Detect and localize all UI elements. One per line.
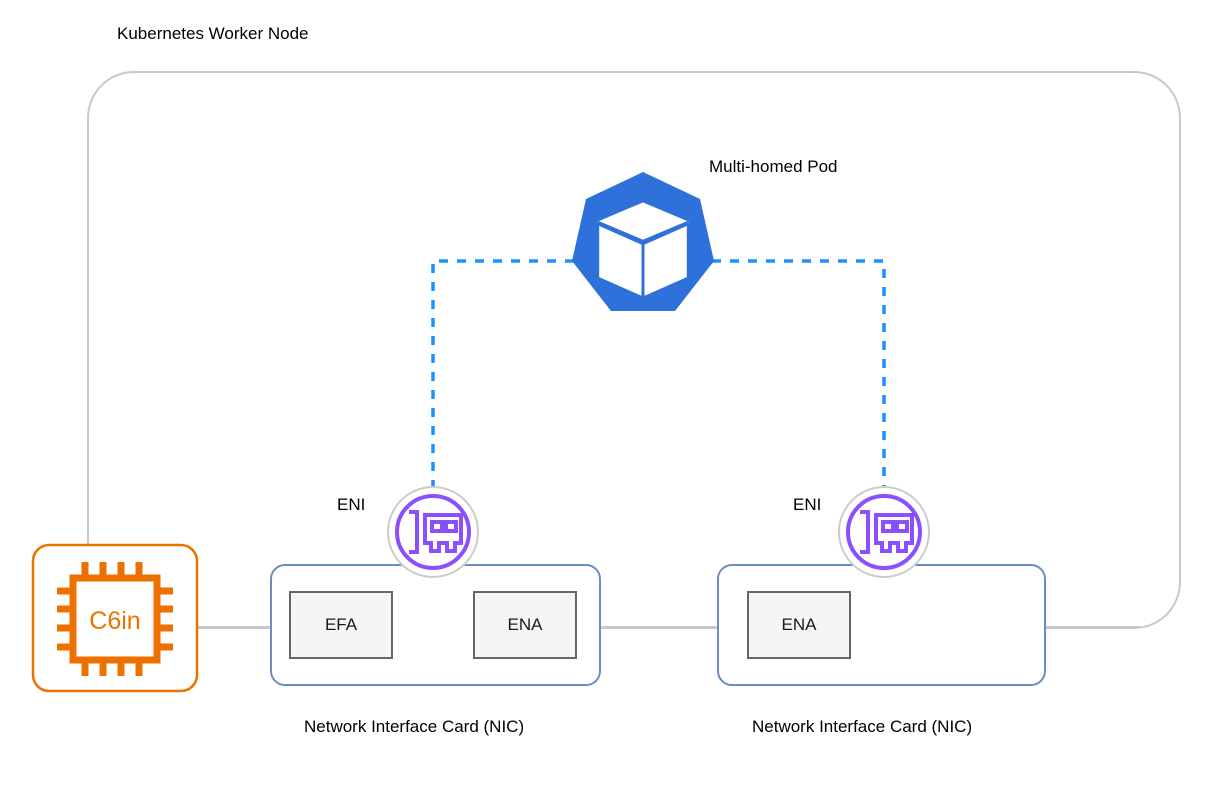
adapter-label-ena-2: ENA [781, 615, 817, 634]
pod-label: Multi-homed Pod [709, 157, 838, 176]
network-interface-card-icon [860, 510, 914, 554]
adapter-box-ena-2[interactable] [747, 591, 851, 659]
dashed-link-pod-to-eni-right [712, 259, 886, 489]
dashed-link-pod-to-eni-left [431, 259, 574, 489]
adapter-box-efa[interactable] [289, 591, 393, 659]
adapter-box-ena-1[interactable] [473, 591, 577, 659]
instance-label: C6in [89, 607, 141, 635]
adapter-label-efa: EFA [324, 615, 358, 634]
page-title: Kubernetes Worker Node [117, 24, 309, 43]
worker-node-boundary [87, 71, 1181, 629]
eni-badge-left[interactable] [387, 486, 479, 578]
adapter-label-ena-1: ENA [507, 615, 543, 634]
kubernetes-logo-icon [572, 172, 714, 311]
instance-c6in[interactable] [31, 543, 199, 693]
cpu-chip-icon [57, 562, 173, 676]
eni-badge-right[interactable] [838, 486, 930, 578]
nic-caption-2: Network Interface Card (NIC) [752, 717, 973, 736]
eni-label-right: ENI [793, 495, 822, 514]
eni-label-left: ENI [337, 495, 366, 514]
nic-caption-1: Network Interface Card (NIC) [304, 717, 525, 736]
network-interface-card-icon [409, 510, 463, 554]
